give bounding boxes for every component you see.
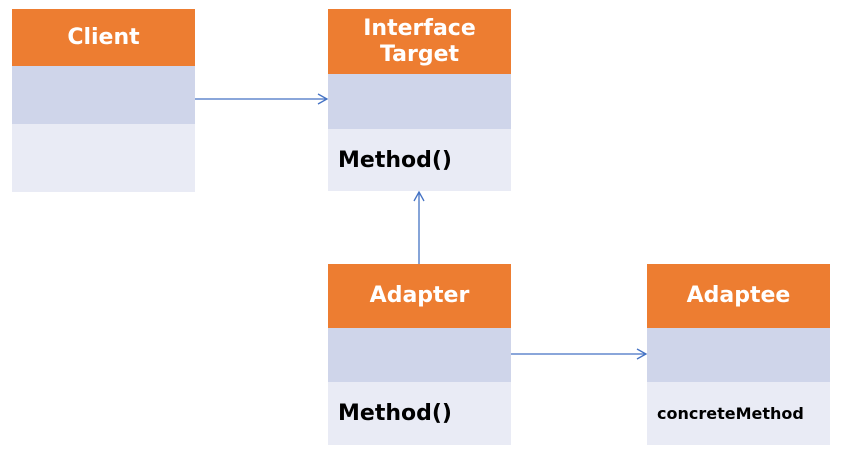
class-target-attributes	[328, 74, 511, 129]
connector-adapter-to-adaptee	[511, 348, 648, 360]
class-target-methods: Method()	[328, 129, 511, 191]
class-adaptee: Adaptee concreteMethod	[647, 264, 830, 445]
class-adapter: Adapter Method()	[328, 264, 511, 445]
class-adaptee-attributes	[647, 328, 830, 382]
class-adapter-name: Adapter	[328, 264, 511, 328]
class-adapter-methods: Method()	[328, 382, 511, 445]
class-interface-target: Interface Target Method()	[328, 9, 511, 191]
class-adaptee-name: Adaptee	[647, 264, 830, 328]
class-client-attributes	[12, 66, 195, 124]
class-client-name: Client	[12, 9, 195, 66]
class-client-methods	[12, 124, 195, 192]
class-adapter-attributes	[328, 328, 511, 382]
connector-adapter-to-target	[413, 190, 425, 264]
class-client: Client	[12, 9, 195, 192]
class-target-name: Interface Target	[328, 9, 511, 74]
class-adaptee-methods: concreteMethod	[647, 382, 830, 445]
connector-client-to-target	[195, 93, 329, 105]
